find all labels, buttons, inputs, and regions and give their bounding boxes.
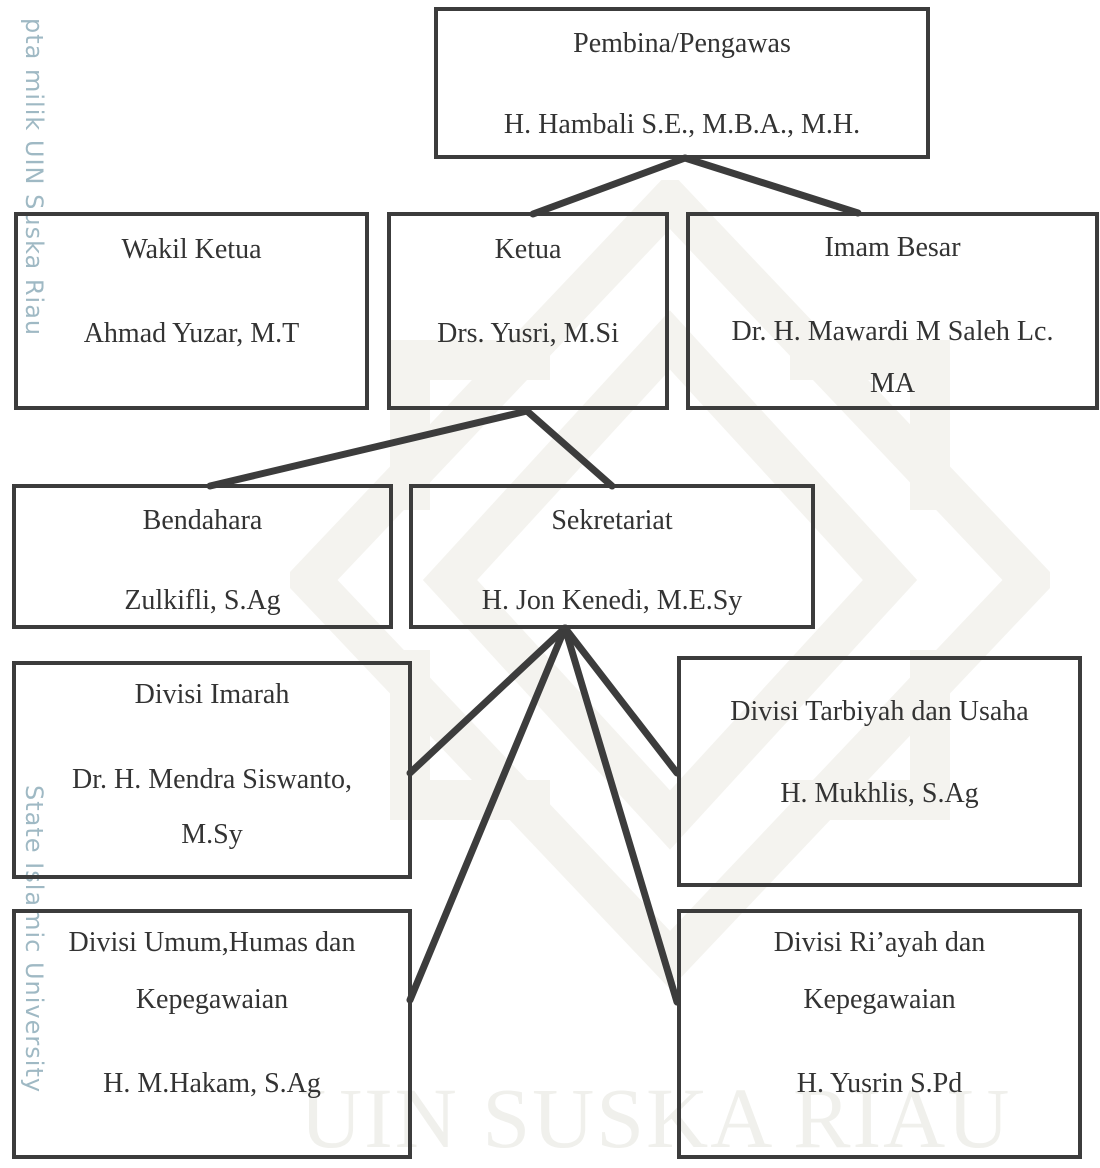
node-bendahara: Bendahara Zulkifli, S.Ag: [12, 484, 393, 629]
connector-sekretariat-imarah: [406, 624, 569, 777]
connector-pembina-ketua: [529, 154, 689, 218]
node-divisi-tarbiyah: Divisi Tarbiyah dan Usaha H. Mukhlis, S.…: [677, 656, 1082, 887]
node-ketua-name: Drs. Yusri, M.Si: [437, 318, 619, 349]
node-sekretariat-title: Sekretariat: [551, 505, 673, 536]
connector-sekretariat-tarbiyah: [561, 624, 681, 777]
node-divisi-tarbiyah-title: Divisi Tarbiyah dan Usaha: [730, 696, 1029, 727]
node-divisi-riayah-title-line1: Divisi Ri’ayah dan: [773, 927, 986, 958]
node-ketua: Ketua Drs. Yusri, M.Si: [387, 212, 669, 410]
node-divisi-umum-title-line2: Kepegawaian: [135, 984, 289, 1015]
connector-sekretariat-umum: [406, 624, 569, 1004]
node-sekretariat: Sekretariat H. Jon Kenedi, M.E.Sy: [409, 484, 815, 629]
node-divisi-riayah-name: H. Yusrin S.Pd: [796, 1068, 963, 1099]
node-wakil-ketua-title: Wakil Ketua: [121, 234, 262, 265]
watermark-side-strip: pta milik UIN Suska Riau State Islamic U…: [0, 0, 48, 1147]
node-imam-besar: Imam Besar Dr. H. Mawardi M Saleh Lc. MA: [686, 212, 1099, 410]
node-imam-besar-name-line1: Dr. H. Mawardi M Saleh Lc.: [731, 316, 1054, 347]
node-ketua-title: Ketua: [494, 234, 562, 265]
node-divisi-riayah-title-line2: Kepegawaian: [803, 984, 956, 1015]
node-divisi-riayah: Divisi Ri’ayah dan Kepegawaian H. Yusrin…: [677, 909, 1082, 1159]
node-pembina: Pembina/Pengawas H. Hambali S.E., M.B.A.…: [434, 7, 930, 159]
node-divisi-umum: Divisi Umum,Humas dan Kepegawaian H. M.H…: [12, 909, 412, 1159]
node-wakil-ketua: Wakil Ketua Ahmad Yuzar, M.T: [14, 212, 369, 410]
node-pembina-name: H. Hambali S.E., M.B.A., M.H.: [503, 109, 861, 140]
node-wakil-ketua-name: Ahmad Yuzar, M.T: [83, 318, 300, 349]
node-divisi-imarah: Divisi Imarah Dr. H. Mendra Siswanto, M.…: [12, 661, 412, 879]
node-divisi-umum-name: H. M.Hakam, S.Ag: [103, 1068, 321, 1099]
watermark-emblem: [290, 180, 1050, 990]
node-bendahara-name: Zulkifli, S.Ag: [124, 585, 281, 616]
connector-ketua-bendahara: [206, 407, 531, 490]
node-divisi-tarbiyah-name: H. Mukhlis, S.Ag: [780, 778, 979, 809]
watermark-side-text-top: pta milik UIN Suska Riau: [20, 18, 48, 337]
connector-pembina-imam-besar: [681, 154, 862, 217]
watermark-side-text-bottom: State Islamic University: [20, 785, 48, 1094]
node-imam-besar-name-line2: MA: [869, 368, 916, 399]
node-divisi-imarah-title: Divisi Imarah: [134, 679, 290, 710]
node-divisi-umum-title-line1: Divisi Umum,Humas dan: [68, 927, 356, 958]
connector-sekretariat-riayah: [561, 624, 681, 1006]
node-imam-besar-title: Imam Besar: [824, 232, 961, 263]
connector-ketua-sekretariat: [523, 407, 616, 490]
node-sekretariat-name: H. Jon Kenedi, M.E.Sy: [481, 585, 743, 616]
node-bendahara-title: Bendahara: [142, 505, 263, 536]
node-divisi-imarah-name-line2: M.Sy: [181, 819, 243, 850]
node-divisi-imarah-name-line1: Dr. H. Mendra Siswanto,: [72, 764, 352, 795]
node-pembina-title: Pembina/Pengawas: [573, 28, 791, 59]
